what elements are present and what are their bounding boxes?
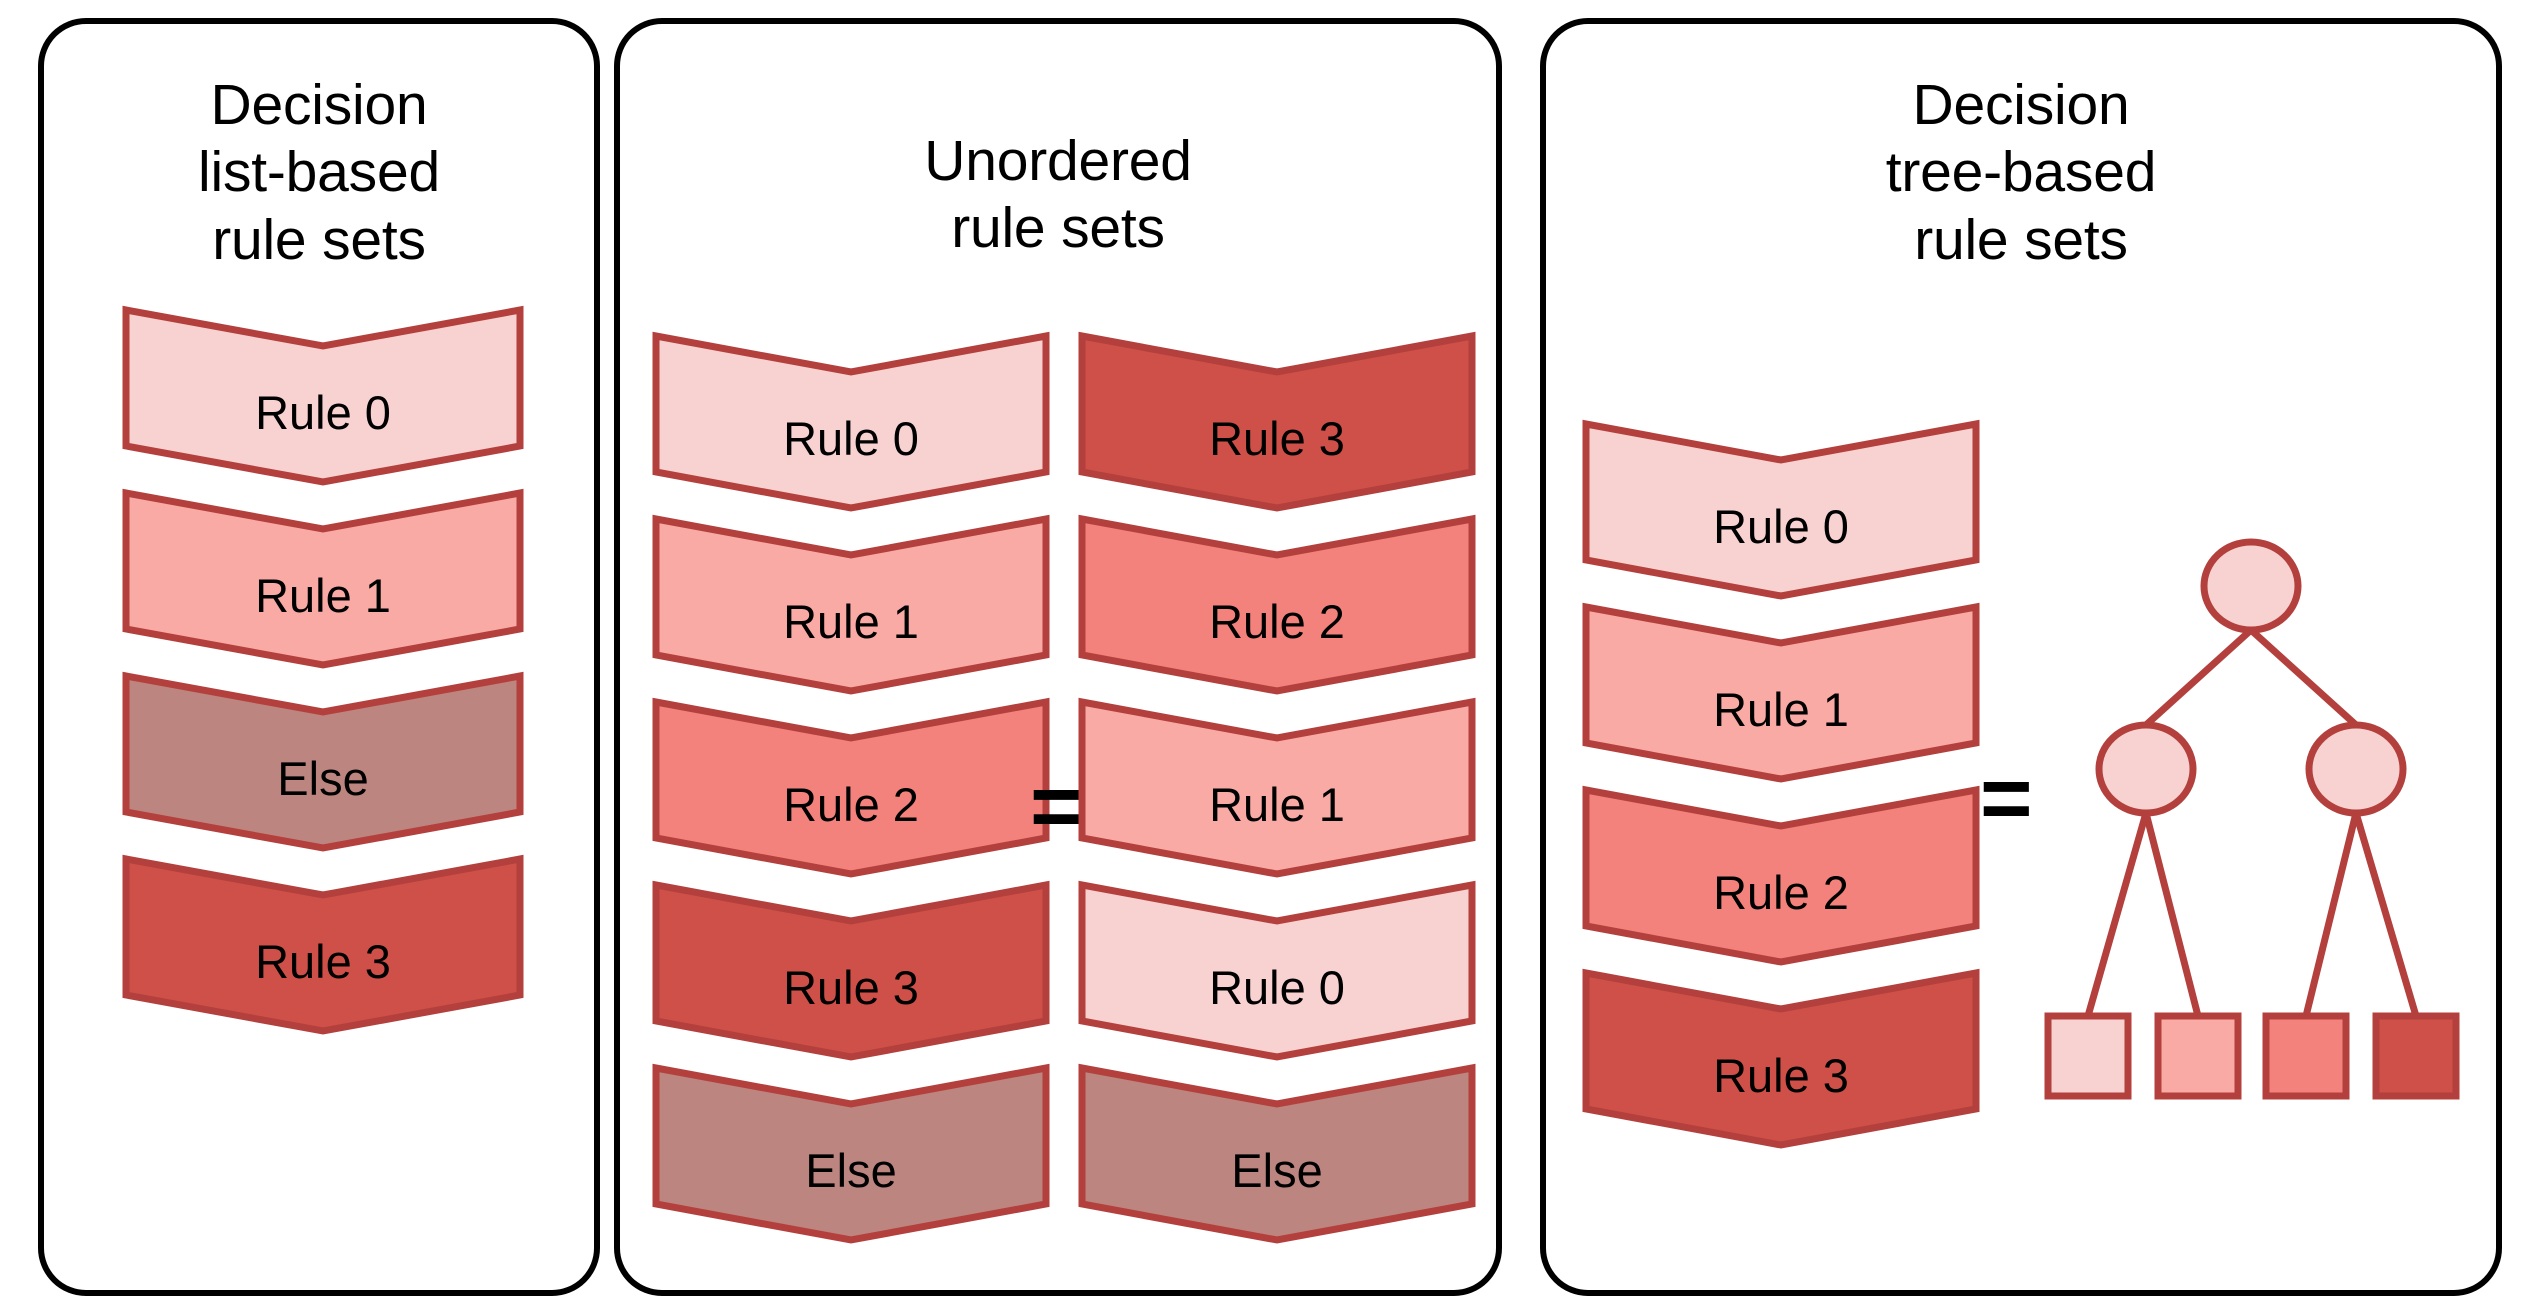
chevron-svg xyxy=(1582,968,1980,1149)
chevron-path xyxy=(122,488,524,669)
chevron-shape: Rule 0 xyxy=(122,305,524,486)
chevron-shape: Rule 1 xyxy=(122,488,524,669)
tree-edge xyxy=(2352,812,2420,1017)
chevron-path xyxy=(1078,1063,1476,1244)
chevron-path xyxy=(1582,785,1980,966)
chevron-path xyxy=(122,305,524,486)
chevron-svg xyxy=(1078,1063,1476,1244)
chevron-svg xyxy=(652,880,1050,1061)
tree-node-circle xyxy=(2200,538,2302,634)
tree-leaf-square xyxy=(2262,1012,2350,1100)
chevron-path xyxy=(122,671,524,852)
chevron-shape: Rule 3 xyxy=(1582,968,1980,1149)
panel-title-decision-tree: Decision tree-based rule sets xyxy=(1885,73,2157,272)
tree-leaf-square xyxy=(2044,1012,2132,1100)
tree-edge xyxy=(2084,812,2150,1017)
chevron-path xyxy=(1582,419,1980,600)
chevron-shape: Rule 2 xyxy=(652,697,1050,878)
chevron-shape: Rule 0 xyxy=(1582,419,1980,600)
chevron-svg xyxy=(122,488,524,669)
chevron-shape: Rule 3 xyxy=(1078,331,1476,512)
panel-title-decision-list: Decision list-based rule sets xyxy=(198,73,440,272)
chevron-svg xyxy=(652,1063,1050,1244)
chevron-svg xyxy=(1078,697,1476,878)
chevron-svg xyxy=(1582,785,1980,966)
chevron-path xyxy=(1582,968,1980,1149)
chevron-svg xyxy=(122,854,524,1035)
chevron-svg xyxy=(1582,602,1980,783)
chevron-shape: Else xyxy=(1078,1063,1476,1244)
decision-tree-graphic xyxy=(2036,524,2486,1144)
tree-leaf-square xyxy=(2154,1012,2242,1100)
chevron-path xyxy=(652,514,1050,695)
chevron-svg xyxy=(652,697,1050,878)
tree-leaf-square xyxy=(2372,1012,2460,1100)
chevron-svg xyxy=(122,671,524,852)
chevron-path xyxy=(652,880,1050,1061)
chevron-path xyxy=(652,697,1050,878)
chevron-path xyxy=(1078,697,1476,878)
chevron-svg xyxy=(652,331,1050,512)
chevron-shape: Rule 2 xyxy=(1078,514,1476,695)
chevron-svg xyxy=(1078,514,1476,695)
chevron-svg xyxy=(122,305,524,486)
equals-sign-unordered: = xyxy=(1030,757,1083,857)
chevron-shape: Rule 1 xyxy=(1582,602,1980,783)
chevron-path xyxy=(652,331,1050,512)
tree-node-circle xyxy=(2305,721,2407,817)
chevron-shape: Rule 0 xyxy=(1078,880,1476,1061)
chevron-shape: Else xyxy=(122,671,524,852)
chevron-shape: Rule 3 xyxy=(122,854,524,1035)
panel-title-unordered: Unordered rule sets xyxy=(924,129,1192,261)
chevron-svg xyxy=(652,514,1050,695)
tree-edge xyxy=(2142,812,2202,1017)
chevron-shape: Rule 1 xyxy=(1078,697,1476,878)
chevron-shape: Rule 0 xyxy=(652,331,1050,512)
tree-node-circle xyxy=(2095,721,2197,817)
chevron-path xyxy=(1078,880,1476,1061)
chevron-svg xyxy=(1582,419,1980,600)
chevron-shape: Else xyxy=(652,1063,1050,1244)
chevron-path xyxy=(1078,514,1476,695)
chevron-shape: Rule 3 xyxy=(652,880,1050,1061)
chevron-path xyxy=(1582,602,1980,783)
chevron-shape: Rule 2 xyxy=(1582,785,1980,966)
chevron-path xyxy=(122,854,524,1035)
chevron-path xyxy=(652,1063,1050,1244)
chevron-svg xyxy=(1078,880,1476,1061)
decision-tree-svg xyxy=(2044,538,2460,1100)
tree-edge xyxy=(2143,627,2254,728)
chevron-svg xyxy=(1078,331,1476,512)
tree-edge xyxy=(2302,812,2360,1017)
chevron-shape: Rule 1 xyxy=(652,514,1050,695)
chevron-path xyxy=(1078,331,1476,512)
tree-edge xyxy=(2248,627,2359,728)
equals-sign-decision-tree: = xyxy=(1980,749,2033,849)
